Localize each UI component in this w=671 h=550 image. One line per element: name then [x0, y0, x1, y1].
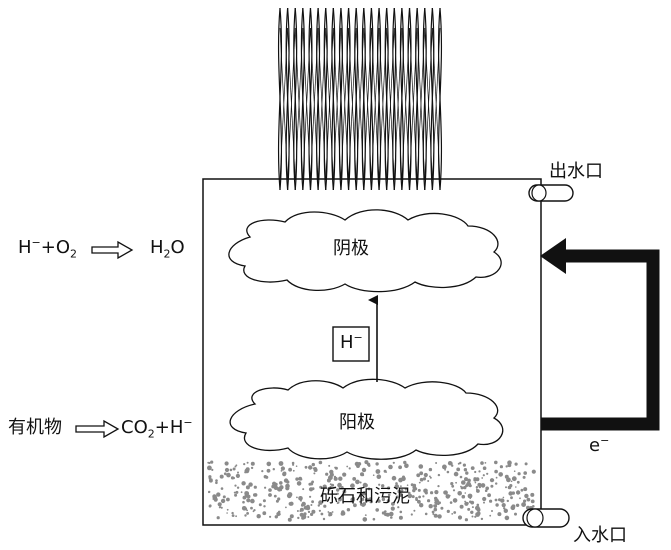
- proton-label: H−: [340, 331, 363, 353]
- sediment-label: 砾石和污泥: [320, 486, 410, 507]
- anode-reaction-reactant: 有机物: [8, 417, 62, 438]
- cathode-label: 阴极: [333, 238, 369, 259]
- sediment-dots: [207, 460, 536, 522]
- cathode-reaction-product: H2O: [150, 237, 185, 261]
- reaction-arrow-cathode: [91, 240, 134, 260]
- anode-cloud: [229, 378, 504, 460]
- cathode-reaction-reactants: H−+O2: [18, 236, 78, 261]
- reactor-box: [202, 178, 542, 526]
- electron-label: e−: [589, 434, 610, 456]
- inlet-pipe-icon: [522, 508, 570, 528]
- reaction-arrow-anode: [75, 419, 120, 439]
- cathode-cloud: [228, 209, 502, 293]
- outlet-pipe-icon: [528, 184, 574, 202]
- outlet-label: 出水口: [549, 161, 603, 182]
- proton-box: [332, 326, 370, 362]
- anode-label: 阳极: [339, 412, 375, 433]
- inlet-label: 入水口: [573, 525, 627, 546]
- electron-flow-arrow: [540, 238, 660, 431]
- anode-reaction-products: CO2+H−: [121, 416, 193, 441]
- wetland-plant-icon: [277, 7, 443, 191]
